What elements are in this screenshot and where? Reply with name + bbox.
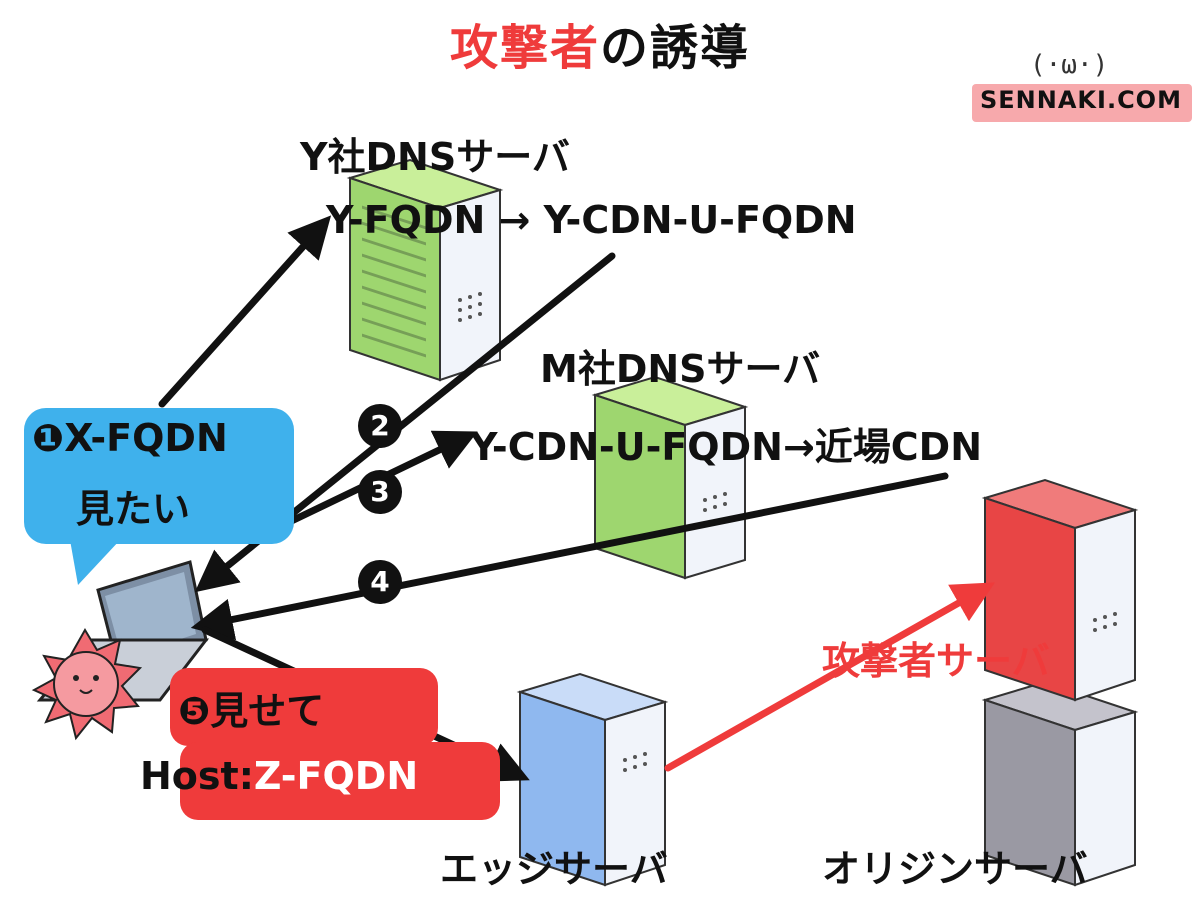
step5-bubble-top	[170, 668, 438, 746]
step1-mark: ❶	[32, 416, 65, 460]
origin-server-icon	[981, 680, 1139, 887]
virus-character-icon	[31, 628, 143, 741]
step1-line2: 見たい	[76, 487, 191, 531]
m-dns-label: M社DNSサーバ	[540, 347, 821, 391]
title-red: 攻撃者	[449, 20, 600, 76]
step5-line1: ❺見せて	[178, 680, 324, 735]
arrow-to-y-dns	[158, 215, 332, 408]
host-label: Host:	[140, 754, 254, 798]
logo-badge	[972, 84, 1192, 122]
step1-bubble	[24, 408, 294, 544]
step3-marker: 3	[358, 470, 402, 514]
y-dns-server-icon	[346, 158, 504, 382]
step1-text: X-FQDN	[64, 416, 228, 460]
m-dns-record: Y-CDN-U-FQDN→近場CDN	[470, 425, 983, 469]
y-dns-record: Y-FQDN → Y-CDN-U-FQDN	[326, 198, 857, 242]
logo-face: (·ω·)	[1030, 50, 1109, 80]
origin-server-label: オリジンサーバ	[822, 847, 1088, 891]
page-title: 攻撃者の誘導	[0, 8, 1200, 78]
m-dns-server-icon	[591, 375, 749, 580]
step1-line1: ❶X-FQDN	[32, 416, 228, 460]
step5-bubble-bottom	[180, 742, 500, 820]
edge-server-icon	[516, 672, 669, 887]
step5-mark: ❺	[178, 689, 211, 733]
attacker-server-label: 攻撃者サーバ	[822, 639, 1050, 683]
step5-host: Host:Z-FQDN	[140, 754, 418, 798]
step4-marker: 4	[358, 560, 402, 604]
logo-text: SENNAKI.COM	[980, 86, 1182, 114]
attacker-server-icon	[981, 478, 1139, 702]
arrow-from-m-dns	[190, 472, 949, 641]
step5-text: 見せて	[210, 689, 325, 733]
arrow-edge-to-attacker	[664, 582, 996, 772]
y-dns-label: Y社DNSサーバ	[300, 135, 570, 179]
edge-server-label: エッジサーバ	[440, 847, 668, 891]
step2-marker: 2	[358, 404, 402, 448]
title-black: の誘導	[600, 20, 751, 76]
host-value: Z-FQDN	[253, 754, 419, 798]
